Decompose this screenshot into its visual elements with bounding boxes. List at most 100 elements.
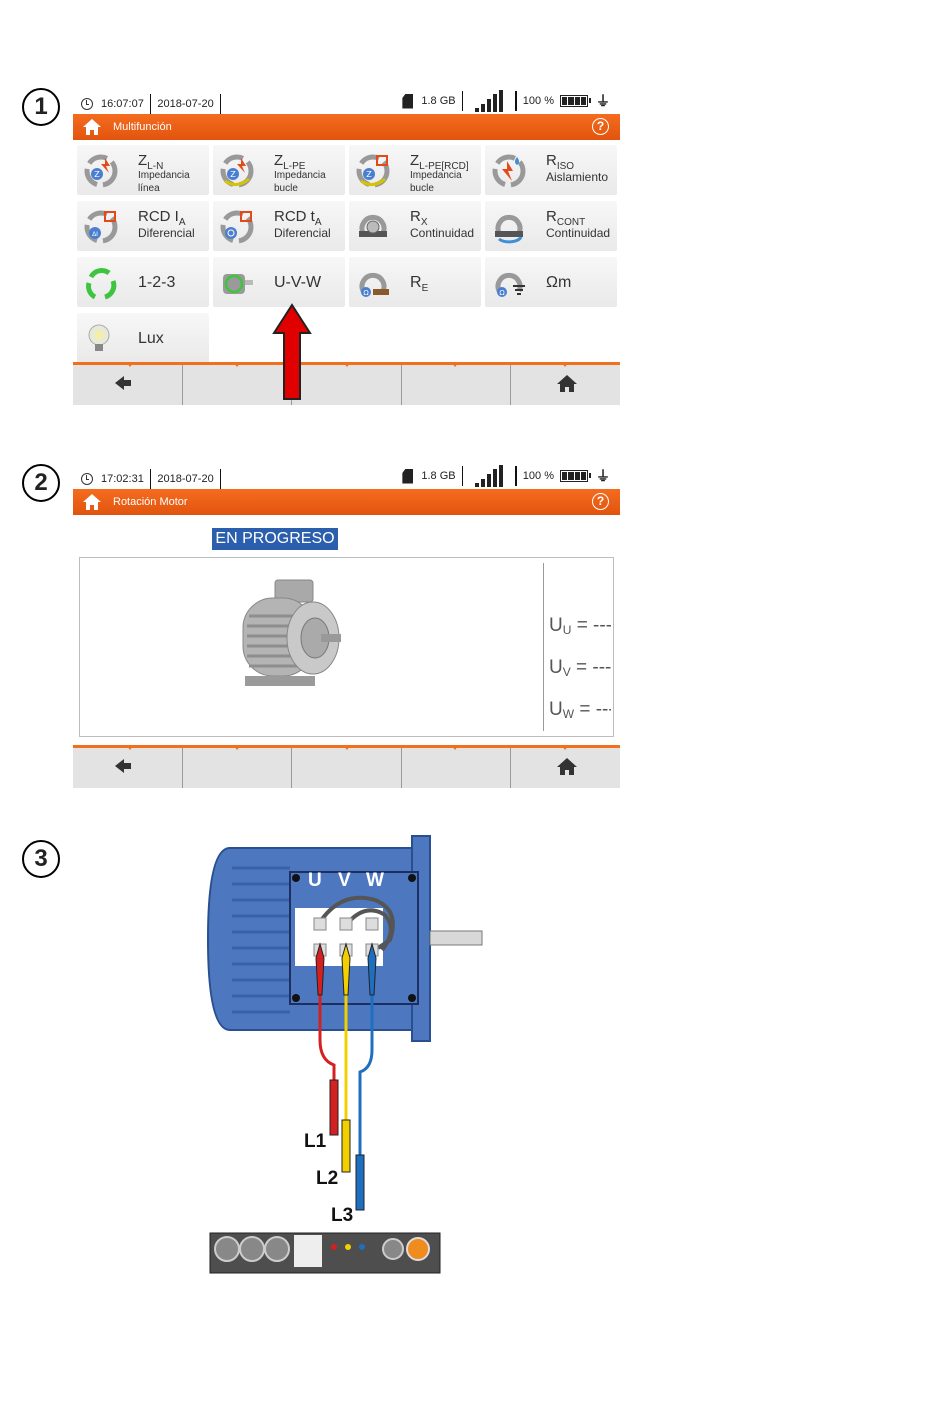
bottom-toolbar xyxy=(73,362,620,405)
tile-main-sub: E xyxy=(421,283,429,295)
page-title: Multifunción xyxy=(113,121,172,133)
svg-text:Z: Z xyxy=(230,170,236,179)
terminal-label-u: U xyxy=(308,870,322,891)
tile-main-sub: L-PE xyxy=(283,161,306,172)
sd-card-icon xyxy=(402,468,414,484)
tile-riso[interactable]: RISO Aislamiento xyxy=(485,145,617,195)
tile-main: R xyxy=(546,152,557,169)
tile-resistivity[interactable]: Ω Ωm xyxy=(485,257,617,307)
tile-main: Z xyxy=(274,152,284,169)
pointer-arrow xyxy=(272,303,312,400)
battery-icon xyxy=(560,95,591,107)
status-time: 16:07:07 xyxy=(101,98,144,110)
loop-impedance-rcd-icon: Z xyxy=(356,154,390,188)
tile-rcd-ia[interactable]: ΔI RCD IA Diferencial xyxy=(77,201,209,251)
svg-text:Ω: Ω xyxy=(499,289,505,297)
tile-lux[interactable]: Lux xyxy=(77,313,209,363)
tile-rcont[interactable]: RCONT Continuidad xyxy=(485,201,617,251)
status-date: 2018-07-20 xyxy=(157,98,214,110)
status-date: 2018-07-20 xyxy=(157,473,214,485)
reading-label: U xyxy=(549,657,563,678)
clock-icon xyxy=(81,473,93,485)
battery-percent: 100 % xyxy=(522,470,554,482)
battery-icon xyxy=(560,470,591,482)
tile-rx[interactable]: RX Continuidad xyxy=(349,201,481,251)
rcd-time-icon xyxy=(220,210,254,244)
home-icon[interactable] xyxy=(557,375,577,392)
tile-main: Lux xyxy=(138,330,164,347)
clock-icon xyxy=(81,98,93,110)
back-arrow-icon[interactable] xyxy=(115,375,137,391)
lead-label-l1: L1 xyxy=(304,1131,327,1152)
title-bar: Multifunción ? xyxy=(73,114,620,140)
svg-text:Z: Z xyxy=(94,170,100,179)
status-bar: 16:07:07 2018-07-20 1.8 GB 100 % ⏚ xyxy=(73,86,620,114)
earth-resistance-icon: Ω xyxy=(359,272,389,297)
reading-uu: UU = --- xyxy=(549,615,611,637)
tile-main-sub: L-N xyxy=(147,161,164,172)
status-bar: 17:02:31 2018-07-20 1.8 GB 100 % ⏚ xyxy=(73,461,620,489)
tile-main-sub: CONT xyxy=(556,217,586,228)
terminal-label-w: W xyxy=(366,870,384,891)
sd-card-icon xyxy=(402,93,414,109)
page-title: Rotación Motor xyxy=(113,496,188,508)
storage-label: 1.8 GB xyxy=(421,470,456,482)
tile-main: 1-2-3 xyxy=(138,274,176,291)
svg-text:Z: Z xyxy=(366,170,372,179)
reading-sub: V xyxy=(562,665,571,679)
signal-icon xyxy=(475,90,504,112)
back-arrow-icon[interactable] xyxy=(115,758,137,774)
help-icon[interactable]: ? xyxy=(592,493,609,510)
battery-percent: 100 % xyxy=(522,95,554,107)
reading-label: U xyxy=(549,699,563,720)
tile-main-sub: A xyxy=(314,217,322,228)
step-3-number: 3 xyxy=(22,840,60,878)
tile-main: R xyxy=(546,208,557,225)
continuity-icon xyxy=(359,214,387,237)
svg-text:Ω: Ω xyxy=(363,289,369,297)
home-icon[interactable] xyxy=(557,758,577,775)
tile-re[interactable]: Ω RE xyxy=(349,257,481,307)
tile-main: Z xyxy=(138,152,148,169)
plug-icon: ⏚ xyxy=(596,468,610,484)
resistivity-icon: Ω xyxy=(495,272,525,297)
tile-sub: Diferencial xyxy=(138,226,195,240)
connection-diagram xyxy=(206,835,483,1274)
loop-impedance-icon: Z xyxy=(220,154,254,188)
reading-value: = --- xyxy=(579,699,611,720)
tile-sub2: bucle xyxy=(274,183,298,194)
tile-sub2: bucle xyxy=(410,183,434,194)
phase-sequence-icon xyxy=(86,268,117,300)
home-icon[interactable] xyxy=(83,494,101,510)
motor-rotation-icon xyxy=(223,274,253,294)
tile-main-sub: L-PE[RCD] xyxy=(419,161,469,172)
tile-sub: Diferencial xyxy=(274,226,331,240)
reading-sub: U xyxy=(562,623,572,637)
status-time: 17:02:31 xyxy=(101,473,144,485)
storage-label: 1.8 GB xyxy=(421,95,456,107)
terminal-label-v: V xyxy=(338,870,351,891)
tile-1-2-3[interactable]: 1-2-3 xyxy=(77,257,209,307)
screen-multifunction: 16:07:07 2018-07-20 1.8 GB 100 % ⏚ Multi… xyxy=(73,86,620,405)
tile-main: RCD I xyxy=(138,208,179,225)
status-badge: EN PROGRESO xyxy=(212,528,338,550)
tile-sub: Continuidad xyxy=(410,226,475,240)
tile-main: U-V-W xyxy=(274,274,322,291)
step-2-number: 2 xyxy=(22,464,60,502)
home-icon[interactable] xyxy=(83,119,101,135)
tile-sub: Aislamiento xyxy=(546,170,609,184)
reading-uv: UV = --- xyxy=(549,657,611,679)
help-icon[interactable]: ? xyxy=(592,118,609,135)
reading-label: U xyxy=(549,615,563,636)
screen-motor-rotation: 17:02:31 2018-07-20 1.8 GB 100 % ⏚ Rotac… xyxy=(73,461,620,515)
light-bulb-icon xyxy=(88,324,110,351)
insulation-icon xyxy=(492,154,526,188)
tile-u-v-w[interactable]: U-V-W xyxy=(213,257,345,307)
tile-rcd-ta[interactable]: RCD tA Diferencial xyxy=(213,201,345,251)
motor-image xyxy=(242,579,341,686)
plug-icon: ⏚ xyxy=(596,93,610,109)
reading-uw: UW = --- xyxy=(549,699,611,721)
